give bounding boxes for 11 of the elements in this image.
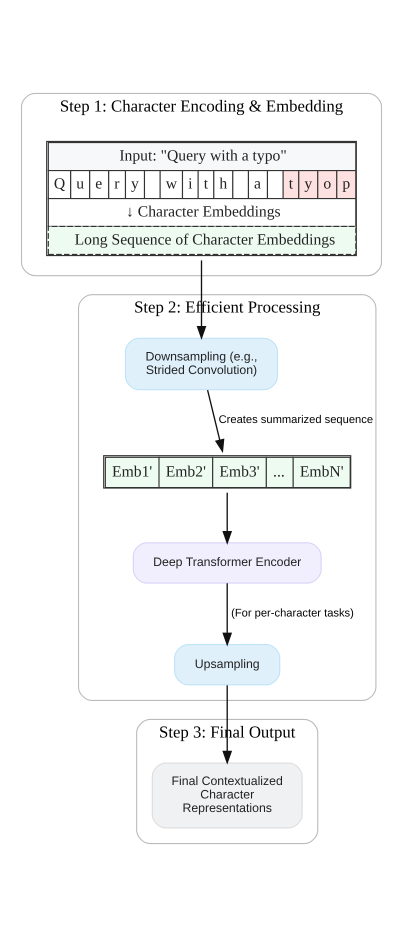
- arrow: [222, 685, 232, 765]
- node-box: Upsampling: [174, 644, 280, 686]
- arrow: [222, 492, 232, 545]
- node-box: Final Contextualized Character Representations: [152, 762, 303, 828]
- arrow: [222, 583, 232, 646]
- node-box: Downsampling (e.g., Strided Convolution): [124, 338, 278, 390]
- node-box: Deep Transformer Encoder: [132, 542, 322, 584]
- edge-label: (For per-character tasks): [231, 608, 354, 620]
- arrow: [206, 390, 224, 454]
- edge-label: Creates summarized sequence: [218, 414, 374, 426]
- arrow: [196, 260, 206, 340]
